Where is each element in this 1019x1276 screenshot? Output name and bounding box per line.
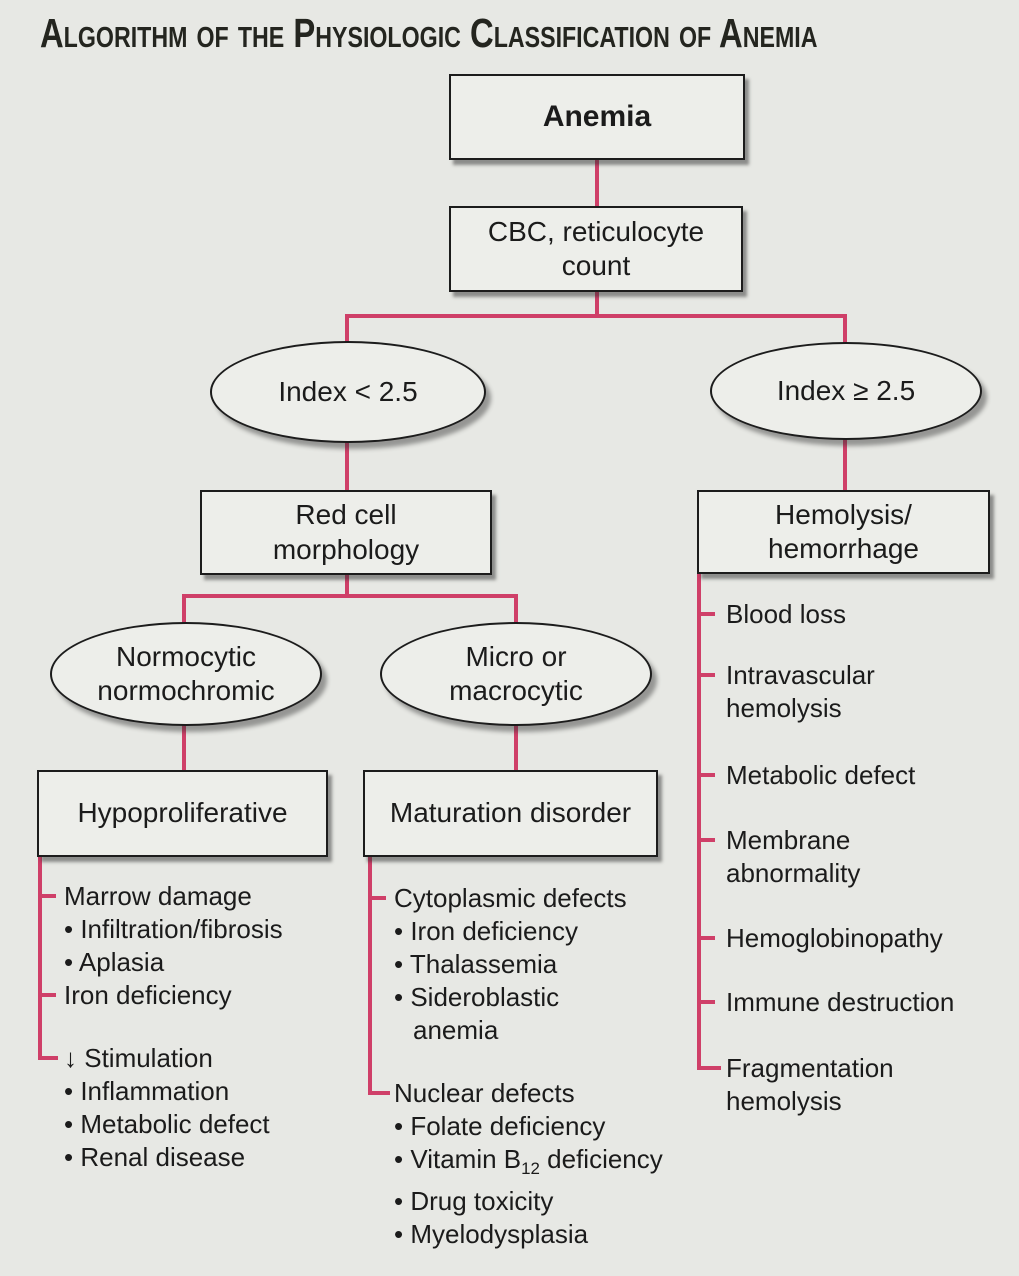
vitamin-suffix: deficiency bbox=[539, 1144, 663, 1174]
node-red-cell-morphology: Red cell morphology bbox=[200, 490, 492, 575]
bracket-corner-nuclear bbox=[368, 1091, 390, 1095]
list-item: Iron deficiency bbox=[64, 980, 232, 1010]
bracket-tick-immune bbox=[701, 1000, 715, 1004]
node-label: Normocytic bbox=[115, 640, 256, 672]
node-label: macrocytic bbox=[449, 675, 583, 706]
node-label: CBC, reticulocyte bbox=[487, 215, 705, 247]
hypoproliferative-list-group2: ↓ Stimulation • Inflammation • Metabolic… bbox=[64, 1042, 364, 1174]
list-item: • Infiltration/fibrosis bbox=[64, 914, 283, 944]
hemolysis-item: Immune destruction bbox=[726, 987, 955, 1017]
node-normocytic-normochromic: Normocytic normochromic bbox=[50, 622, 322, 726]
node-label: morphology bbox=[272, 533, 420, 565]
connector-morph-right-down bbox=[514, 594, 518, 626]
list-item: • Drug toxicity bbox=[394, 1186, 554, 1217]
node-label: Red cell bbox=[295, 499, 397, 531]
list-item-vitamin-b12: • Vitamin B12 deficiency bbox=[394, 1143, 706, 1185]
hemolysis-item: Blood loss bbox=[726, 599, 846, 629]
hemolysis-item: Membrane abnormality bbox=[726, 825, 861, 888]
list-item: • Metabolic defect bbox=[64, 1109, 270, 1139]
bracket-tick-membrane bbox=[701, 838, 715, 842]
node-index-low: Index < 2.5 bbox=[210, 341, 486, 443]
node-label: count bbox=[561, 250, 631, 281]
bracket-tick-iron-deficiency bbox=[42, 993, 56, 997]
connector-micro-maturation bbox=[514, 724, 518, 772]
node-label: Anemia bbox=[542, 99, 652, 133]
bracket-tick-cytoplasmic bbox=[372, 896, 386, 900]
node-label: hemorrhage bbox=[768, 533, 919, 564]
bracket-maturation bbox=[368, 857, 372, 1095]
bracket-tick-marrow-damage bbox=[42, 894, 56, 898]
node-maturation-disorder: Maturation disorder bbox=[363, 770, 658, 857]
bracket-tick-hemoglobinopathy bbox=[701, 936, 715, 940]
hypoproliferative-list-group1: Marrow damage • Infiltration/fibrosis • … bbox=[64, 880, 364, 1012]
list-item: Cytoplasmic defects bbox=[394, 883, 627, 913]
list-item: • Iron deficiency bbox=[394, 916, 578, 946]
bracket-tick-intravascular bbox=[701, 673, 715, 677]
connector-morphology-horizontal bbox=[182, 594, 518, 598]
node-cbc-reticulocyte-count: CBC, reticulocyte count bbox=[449, 206, 743, 292]
maturation-list-group2: Nuclear defects • Folate deficiency • Vi… bbox=[394, 1077, 706, 1251]
vitamin-subscript: 12 bbox=[521, 1159, 540, 1179]
bracket-hypoproliferative bbox=[38, 857, 42, 1060]
list-item: • Thalassemia bbox=[394, 949, 558, 979]
node-label: Index ≥ 2.5 bbox=[776, 374, 916, 406]
node-hemolysis-hemorrhage: Hemolysis/ hemorrhage bbox=[697, 490, 990, 574]
list-item: • Myelodysplasia bbox=[394, 1219, 589, 1250]
connector-cbc-branch bbox=[595, 290, 599, 318]
node-label: Hypoproliferative bbox=[77, 797, 288, 829]
list-item: • Aplasia bbox=[64, 947, 165, 977]
hemolysis-item: Intravascular hemolysis bbox=[726, 660, 875, 723]
connector-morph-left-down bbox=[182, 594, 186, 626]
node-anemia: Anemia bbox=[449, 74, 745, 160]
list-item: • Inflammation bbox=[64, 1076, 230, 1106]
connector-branch-horizontal bbox=[345, 314, 847, 318]
bracket-tick-blood-loss bbox=[701, 612, 715, 616]
page-title: Algorithm of the Physiologic Classificat… bbox=[40, 10, 818, 56]
bracket-hemolysis bbox=[697, 573, 701, 1070]
node-label: Micro or bbox=[465, 640, 567, 672]
node-hypoproliferative: Hypoproliferative bbox=[37, 770, 328, 857]
connector-normocytic-hypo bbox=[182, 724, 186, 772]
connector-branch-left-down bbox=[345, 314, 349, 345]
connector-redcell-branch bbox=[345, 573, 349, 596]
list-item: Marrow damage bbox=[64, 881, 252, 911]
node-label: Maturation disorder bbox=[389, 797, 632, 829]
maturation-list-group1: Cytoplasmic defects • Iron deficiency • … bbox=[394, 882, 634, 1047]
hemolysis-item: Fragmentation hemolysis bbox=[726, 1053, 894, 1116]
hemolysis-item: Metabolic defect bbox=[726, 760, 916, 790]
connector-anemia-cbc bbox=[595, 160, 599, 208]
bracket-tick-metabolic bbox=[701, 773, 715, 777]
hemolysis-item: Hemoglobinopathy bbox=[726, 923, 943, 953]
list-item: • Sideroblastic anemia bbox=[394, 982, 560, 1045]
connector-indexlow-redcell bbox=[345, 441, 349, 492]
list-item: • Folate deficiency bbox=[394, 1111, 606, 1141]
bracket-corner-stimulation bbox=[38, 1056, 58, 1060]
node-label: Hemolysis/ bbox=[775, 498, 912, 530]
connector-branch-right-down bbox=[843, 314, 847, 346]
list-item: ↓ Stimulation bbox=[64, 1043, 213, 1073]
node-index-high: Index ≥ 2.5 bbox=[710, 342, 982, 440]
connector-indexhigh-hemolysis bbox=[843, 438, 847, 492]
node-label: normochromic bbox=[97, 675, 275, 706]
node-label: Index < 2.5 bbox=[278, 375, 418, 407]
list-item: Nuclear defects bbox=[394, 1078, 575, 1108]
list-item: • Renal disease bbox=[64, 1142, 246, 1172]
bracket-corner-fragmentation bbox=[697, 1066, 721, 1070]
node-micro-or-macrocytic: Micro or macrocytic bbox=[380, 622, 652, 726]
vitamin-prefix: • Vitamin B bbox=[394, 1144, 522, 1174]
